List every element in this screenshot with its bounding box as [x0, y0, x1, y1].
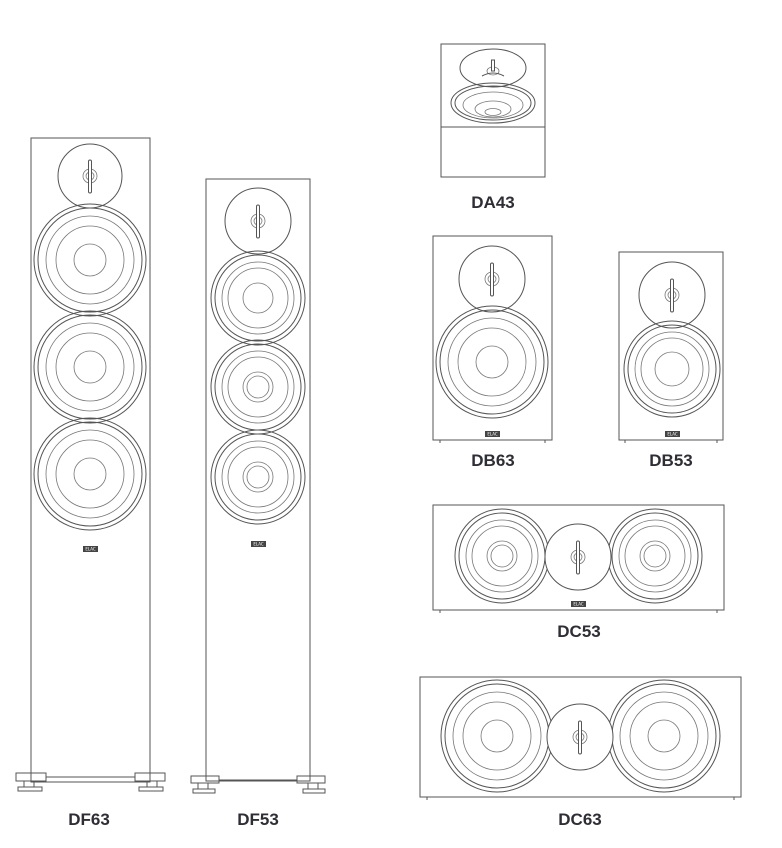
svg-text:ELAC: ELAC: [667, 432, 678, 437]
df63-speaker: ELAC: [15, 137, 166, 792]
df63-tweeter: [57, 143, 123, 209]
df53-feet: [190, 775, 326, 794]
dc53-tweeter: [544, 523, 612, 591]
dc53-cabinet: [432, 504, 725, 611]
db63-badge: ELAC: [485, 431, 500, 437]
dc53-woofer-right: [607, 508, 703, 604]
df53-badge: ELAC: [251, 541, 266, 547]
db53-woofer: [623, 320, 721, 418]
dc63-woofer-left: [440, 679, 554, 793]
df63-badge: ELAC: [83, 546, 98, 552]
dc63-woofer-right: [607, 679, 721, 793]
df63-woofer-2: [33, 310, 147, 424]
dc63-label: DC63: [558, 810, 601, 829]
df53-woofer-1: [210, 250, 306, 346]
da43-woofer: [450, 82, 536, 124]
dc63-speaker: [419, 676, 742, 800]
df63-cabinet: [30, 137, 151, 783]
svg-text:ELAC: ELAC: [253, 542, 264, 547]
db63-label: DB63: [471, 451, 514, 470]
db63-cabinet: [432, 235, 553, 441]
da43-speaker: [440, 43, 546, 178]
dc53-woofer-left: [454, 508, 550, 604]
dc53-label: DC53: [557, 622, 600, 641]
svg-text:ELAC: ELAC: [573, 602, 584, 607]
df53-tweeter: [224, 187, 292, 255]
da43-cabinet: [440, 43, 546, 178]
db63-woofer: [435, 305, 549, 419]
db63-tweeter: [458, 245, 526, 313]
svg-text:ELAC: ELAC: [85, 547, 96, 552]
dc63-cabinet: [419, 676, 742, 798]
dc53-speaker: ELAC: [432, 504, 725, 613]
db53-cabinet: [618, 251, 724, 441]
df53-woofer-3: [210, 429, 306, 525]
df63-label: DF63: [68, 810, 110, 829]
db53-label: DB53: [649, 451, 692, 470]
df63-woofer-1: [33, 203, 147, 317]
db53-speaker: ELAC: [618, 251, 724, 443]
dc53-badge: ELAC: [571, 601, 586, 607]
df53-label: DF53: [237, 810, 279, 829]
dc63-tweeter: [546, 703, 614, 771]
df63-woofer-3: [33, 417, 147, 531]
db53-badge: ELAC: [665, 431, 680, 437]
da43-tweeter: [459, 48, 527, 88]
svg-text:ELAC: ELAC: [487, 432, 498, 437]
df53-cabinet: [205, 178, 311, 782]
df53-speaker: ELAC: [190, 178, 326, 794]
db63-speaker: ELAC: [432, 235, 553, 443]
db53-tweeter: [638, 261, 706, 329]
df53-woofer-2: [210, 339, 306, 435]
da43-label: DA43: [471, 193, 514, 212]
